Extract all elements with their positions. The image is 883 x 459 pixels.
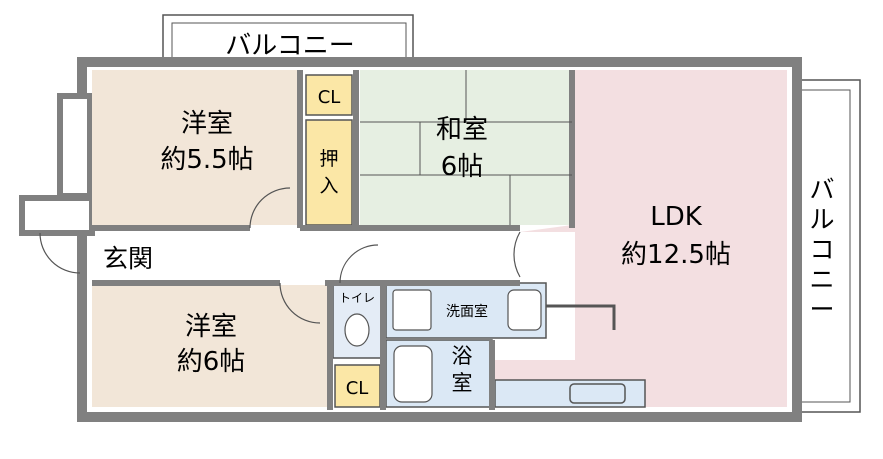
left-bay-wall [57,93,93,199]
bathtub-icon [393,345,433,403]
kitchen-duct [546,304,616,330]
balcony-right-char-2: ル [809,205,834,234]
balcony-right-char-1: バ [809,175,834,204]
oshiire-closet [305,119,353,226]
room-ldk-size: 約12.5帖 [621,240,731,270]
room-japanese-size: 6帖 [441,152,484,182]
room-western-1-name: 洋室 [181,109,233,139]
entrance-label: 玄関 [103,244,153,273]
door-arcs [39,187,521,324]
closet-top [305,74,353,116]
interior-walls [92,70,575,410]
oshiire-label-1: 押 [319,148,338,170]
tatami-lines [360,70,572,225]
bath-label-1: 浴 [452,344,473,368]
room-ldk-name: LDK [650,202,703,232]
room-western-2 [92,285,330,407]
room-japanese-name: 和室 [436,115,488,145]
room-western-1 [92,70,300,225]
room-western-2-name: 洋室 [185,312,237,342]
washbasin-icon [507,289,542,331]
balcony-top-label: バルコニー [225,31,354,61]
closet-bottom-label: CL [346,378,369,399]
room-western-1-size: 約5.5帖 [160,145,253,175]
washroom-label: 洗面室 [446,303,488,320]
oshiire-label-2: 入 [319,175,338,197]
toilet-bowl-icon [344,313,370,347]
room-ldk [495,70,787,407]
entrance-bump [19,195,95,236]
closet-top-label: CL [318,87,341,108]
toilet-label: トイレ [339,291,375,305]
closet-bottom [334,364,381,408]
kitchen-sink [569,383,626,404]
balcony-right-char-5: ー [809,295,834,324]
balcony-right-char-4: ニ [809,265,834,294]
balcony-right-char-3: コ [809,235,834,264]
washroom-washer-icon [392,289,432,331]
room-western-2-size: 約6帖 [177,347,246,377]
bath-label-2: 室 [452,371,473,395]
